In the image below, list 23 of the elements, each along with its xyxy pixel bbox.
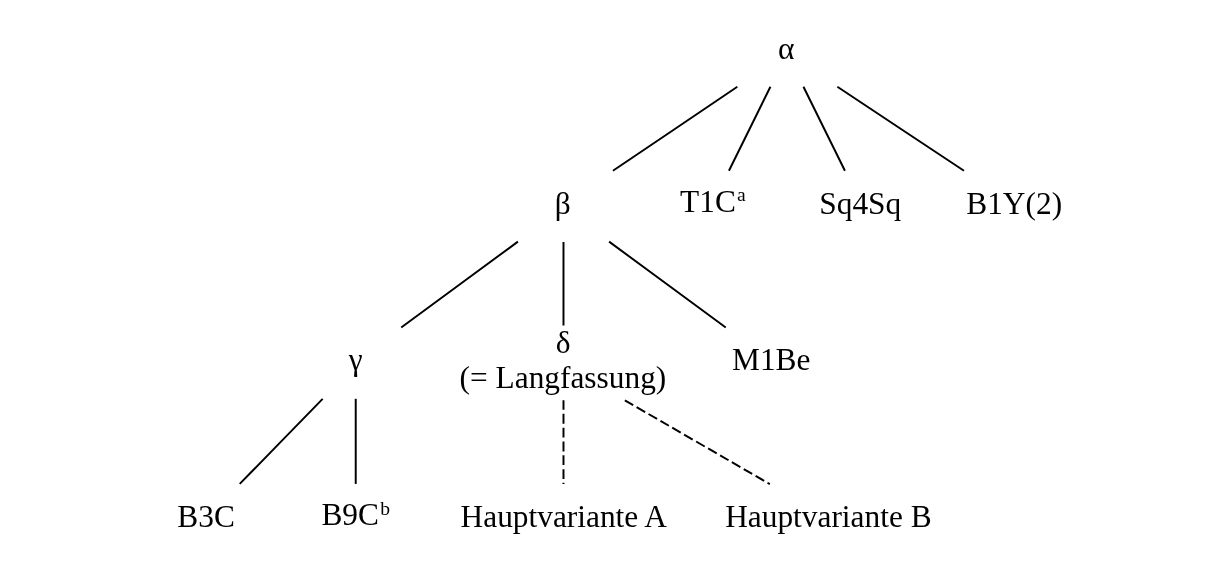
node-text: Hauptvariante A bbox=[460, 499, 667, 535]
node-text: γ bbox=[348, 342, 363, 378]
node-text: B9C$^{b}$ bbox=[320, 497, 390, 533]
connector bbox=[399, 240, 519, 329]
connector bbox=[727, 85, 771, 172]
connector bbox=[802, 85, 846, 172]
node-text: Hauptvariante B bbox=[724, 499, 932, 535]
node-text: M1Be bbox=[731, 342, 810, 378]
connector bbox=[611, 85, 738, 172]
node-text: B3C bbox=[176, 499, 235, 535]
connector bbox=[562, 399, 564, 486]
node-text: T1C$^{a}$ bbox=[679, 183, 746, 219]
node-text: Sq4Sq bbox=[818, 185, 901, 221]
node-text: δ (= Langfassung) bbox=[459, 324, 666, 396]
connector bbox=[562, 241, 564, 327]
connector bbox=[238, 397, 324, 485]
connector bbox=[607, 240, 727, 329]
node-text: α bbox=[777, 30, 795, 66]
connector bbox=[354, 397, 357, 485]
connector bbox=[623, 399, 771, 486]
node-text: β bbox=[554, 185, 571, 221]
connector bbox=[835, 85, 965, 172]
node-text: B1Y(2) bbox=[965, 185, 1062, 221]
